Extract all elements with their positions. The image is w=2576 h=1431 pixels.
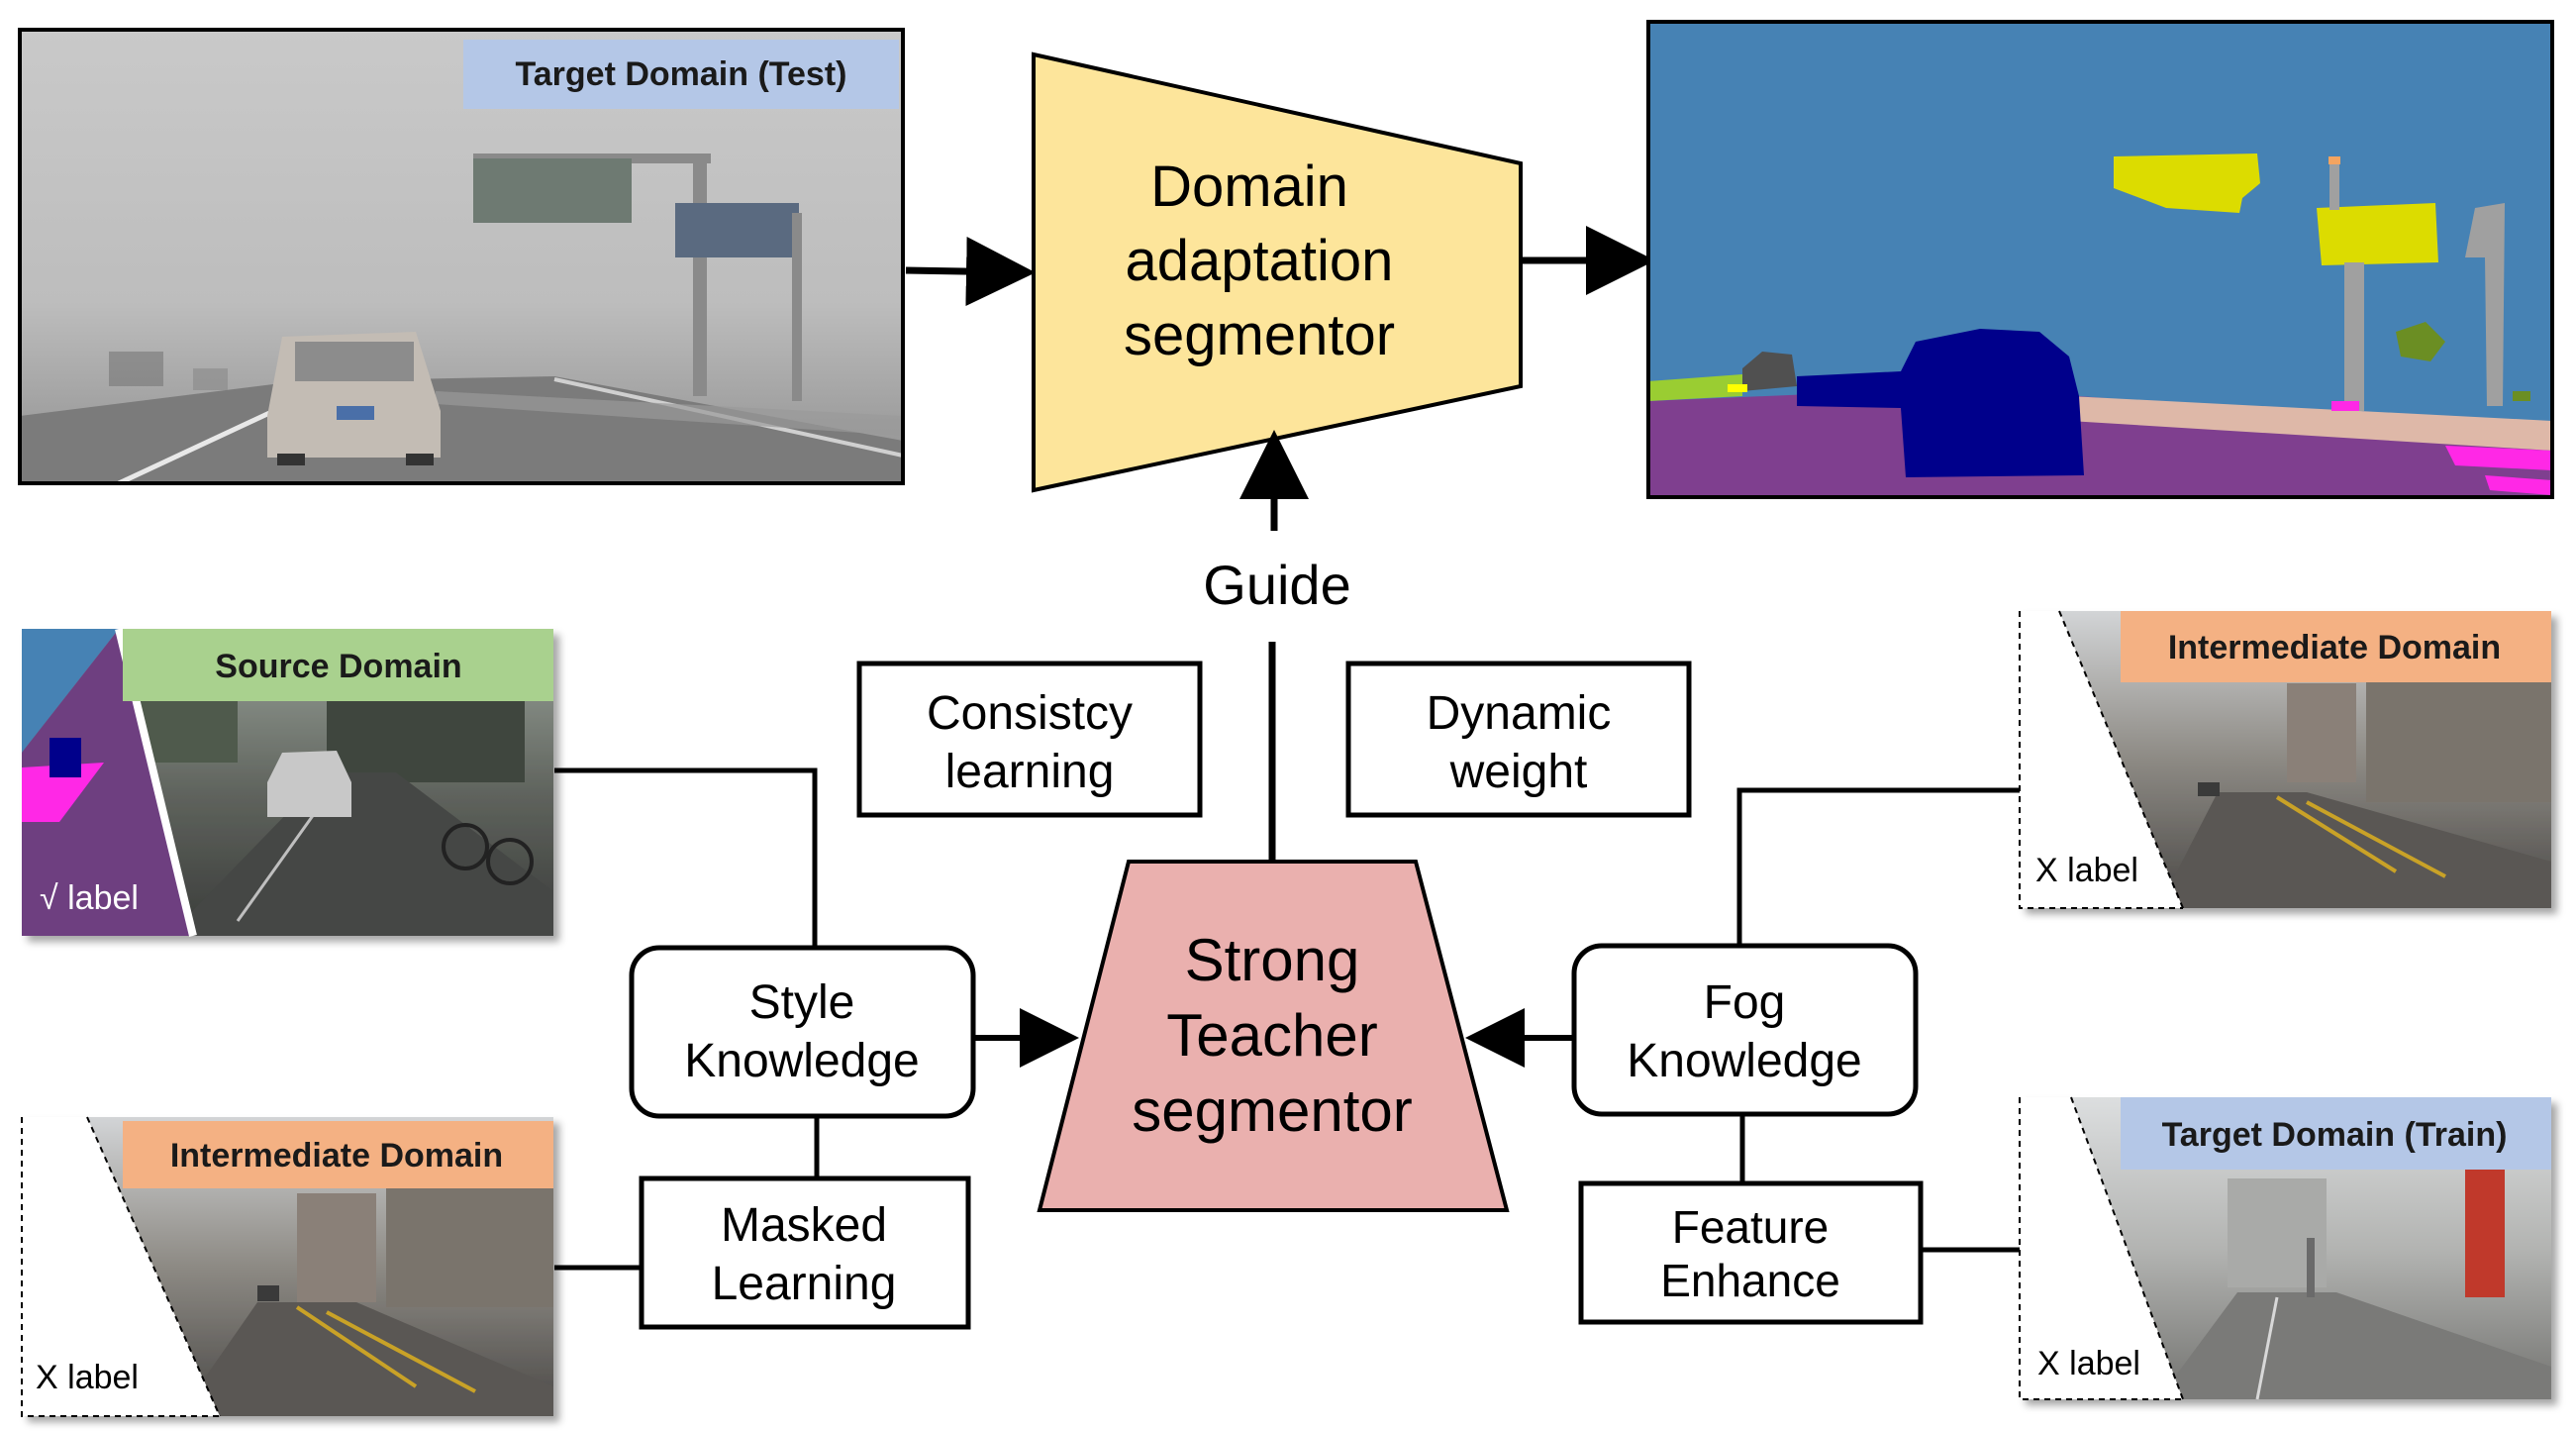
right-intermediate-content [2019, 610, 2551, 909]
segmentor-line-1: Domain [1150, 154, 1348, 219]
source-label: √ label [40, 879, 139, 917]
target-train-caption-bg [2121, 1097, 2551, 1170]
right-intermediate-caption: Intermediate Domain [2168, 629, 2501, 666]
segmentor-line-3: segmentor [1124, 303, 1395, 367]
target-test-caption-bg [463, 40, 899, 109]
fog-knowledge-box [1571, 943, 1919, 1117]
dynamic-line-1: Dynamic [1427, 687, 1612, 740]
masked-line-1: Masked [721, 1199, 887, 1252]
teacher-line-2: Teacher [1166, 1002, 1377, 1069]
right-intermediate-label: X label [2035, 852, 2138, 889]
right-intermediate-caption-bg [2121, 611, 2551, 682]
left-intermediate-content [21, 1116, 553, 1417]
consistency-line-1: Consistcy [927, 687, 1133, 740]
masked-learning-box [639, 1175, 971, 1330]
fog-line-2: Knowledge [1627, 1035, 1862, 1087]
segmentation-output-border [1646, 20, 2554, 499]
dynamic-weight-box [1345, 661, 1692, 818]
style-knowledge-box [629, 945, 976, 1119]
source-caption-bg [123, 629, 553, 701]
segmentation-output-image [1648, 22, 2552, 497]
target-train-label: X label [2037, 1345, 2140, 1382]
teacher-line-1: Strong [1185, 927, 1360, 993]
left-intermediate-label: X label [36, 1359, 139, 1396]
fog-line-1: Fog [1704, 976, 1786, 1029]
feature-line-2: Enhance [1660, 1255, 1840, 1306]
segmentor-line-2: adaptation [1126, 229, 1394, 293]
target-test-caption: Target Domain (Test) [516, 55, 847, 93]
left-intermediate-caption-bg [123, 1121, 553, 1188]
target-train-caption: Target Domain (Train) [2162, 1116, 2508, 1154]
arrow-test-to-segmentor [905, 237, 1036, 307]
teacher-line-3: segmentor [1132, 1077, 1412, 1144]
feature-line-1: Feature [1672, 1201, 1830, 1253]
target-test-image-border [18, 28, 905, 485]
source-caption: Source Domain [215, 648, 461, 685]
style-line-2: Knowledge [684, 1035, 920, 1087]
intermediate-to-fog-line [1736, 787, 2020, 946]
guide-label: Guide [1203, 554, 1350, 616]
left-intermediate-caption: Intermediate Domain [170, 1137, 503, 1175]
consistency-learning-box [856, 661, 1203, 818]
target-train-content [2019, 1096, 2551, 1400]
source-to-style-line [554, 767, 818, 948]
strong-teacher-segmentor-shape [1037, 860, 1510, 1212]
feature-enhance-box [1578, 1180, 1924, 1325]
domain-adaptation-segmentor-shape [1032, 51, 1523, 493]
dynamic-line-2: weight [1449, 746, 1588, 798]
masked-line-2: Learning [712, 1258, 897, 1310]
style-line-1: Style [749, 976, 855, 1029]
consistency-line-2: learning [945, 746, 1115, 798]
